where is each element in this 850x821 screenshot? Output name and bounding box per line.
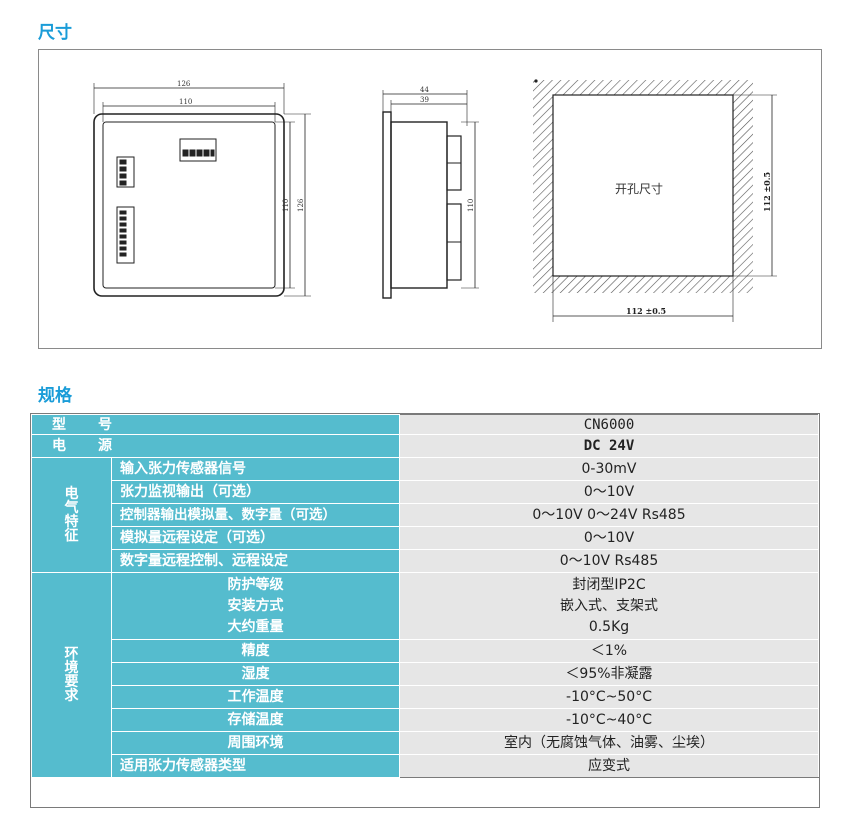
spec-value: 0～10V [399, 480, 819, 504]
cutout-view [533, 79, 777, 322]
spec-label: 输入张力传感器信号 [111, 457, 400, 481]
dimensions-heading: 尺寸 [38, 23, 72, 43]
spec-value: 0.5Kg [588, 619, 630, 635]
cutout-height: 112 ±0.5 [762, 172, 772, 212]
spec-label: 防护等级 [227, 577, 284, 593]
spec-value: 室内（无腐蚀气体、油雾、尘埃） [399, 731, 819, 755]
front-width-inner: 110 [179, 98, 192, 106]
side-depth-inner: 39 [420, 96, 429, 104]
spec-label: 安装方式 [227, 598, 284, 614]
electrical-category: 电 气 特 征 [31, 457, 112, 573]
cutout-width: 112 ±0.5 [626, 306, 666, 316]
table-row: 数字量远程控制、远程设定 0～10V Rs485 [32, 549, 819, 573]
spec-value: -10°C~40°C [399, 708, 819, 732]
power-label-char-2: 源 [98, 438, 112, 454]
spec-label: 模拟量远程设定（可选） [111, 526, 400, 550]
spec-label: 精度 [111, 639, 400, 663]
table-row: 存储温度 -10°C~40°C [32, 708, 819, 732]
spec-value: ＜1% [399, 639, 819, 663]
table-row: 湿度 ＜95%非凝露 [32, 662, 819, 686]
model-label-char-2: 号 [98, 416, 112, 433]
table-row: 电 气 特 征 输入张力传感器信号 0-30mV [31, 457, 819, 573]
spec-value: 0-30mV [399, 457, 819, 481]
spec-value: 封闭型IP2C [572, 577, 646, 593]
table-row: 适用张力传感器类型 应变式 [32, 754, 819, 778]
dimension-drawing: 126 110 110 126 44 39 110 [38, 49, 822, 349]
environment-char: 求 [64, 688, 79, 704]
table-row: 环 境 要 求 防护等级 安装方式 大约重量 封闭型IP2C 嵌入式、支架式 0… [31, 572, 819, 778]
spec-value: -10°C~50°C [399, 685, 819, 709]
front-height-inner: 110 [282, 199, 290, 212]
table-row: 型号 CN6000 [31, 414, 819, 435]
electrical-char: 气 [64, 500, 79, 516]
front-width-outer: 126 [177, 80, 191, 88]
environment-char: 要 [64, 674, 79, 690]
power-label: 电源 [31, 434, 400, 458]
spec-label: 周围环境 [111, 731, 400, 755]
front-height-outer: 126 [297, 198, 305, 212]
table-row: 周围环境 室内（无腐蚀气体、油雾、尘埃） [32, 731, 819, 755]
spec-label: 适用张力传感器类型 [111, 754, 400, 778]
dimension-drawing-svg: 126 110 110 126 44 39 110 [93, 79, 777, 322]
spec-label: 控制器输出模拟量、数字量（可选） [111, 503, 400, 527]
electrical-char: 征 [64, 528, 79, 544]
spec-value-group: 封闭型IP2C 嵌入式、支架式 0.5Kg [399, 572, 819, 640]
specs-heading: 规格 [38, 386, 72, 406]
power-label-char-1: 电 [52, 438, 66, 454]
spec-label: 湿度 [111, 662, 400, 686]
spec-label: 大约重量 [227, 619, 284, 635]
table-row: 模拟量远程设定（可选） 0～10V [32, 526, 819, 550]
table-row: 电源 DC 24V [31, 434, 819, 458]
model-label: 型号 [31, 414, 400, 435]
spec-value: 应变式 [399, 754, 819, 778]
spec-value: 0～10V Rs485 [399, 549, 819, 573]
side-height: 110 [467, 199, 475, 212]
spec-label: 工作温度 [111, 685, 400, 709]
spec-label: 张力监视输出（可选） [111, 480, 400, 504]
spec-label-group: 防护等级 安装方式 大约重量 [111, 572, 400, 640]
spec-value: 0～10V [399, 526, 819, 550]
table-row: 张力监视输出（可选） 0～10V [32, 480, 819, 504]
table-row: 工作温度 -10°C~50°C [32, 685, 819, 709]
model-label-char-1: 型 [52, 416, 66, 433]
front-view [93, 83, 311, 297]
side-view [382, 90, 479, 299]
spec-value: 0～10V 0～24V Rs485 [399, 503, 819, 527]
environment-category: 环 境 要 求 [31, 572, 112, 778]
cutout-label: 开孔尺寸 [615, 182, 663, 196]
electrical-char: 电 [64, 486, 79, 502]
spec-value: ＜95%非凝露 [399, 662, 819, 686]
table-row: 控制器输出模拟量、数字量（可选） 0～10V 0～24V Rs485 [32, 503, 819, 527]
environment-char: 境 [64, 660, 79, 676]
spec-label: 数字量远程控制、远程设定 [111, 549, 400, 573]
spec-value: 嵌入式、支架式 [560, 598, 658, 614]
side-depth-outer: 44 [420, 86, 429, 94]
power-value: DC 24V [399, 434, 819, 458]
spec-label: 存储温度 [111, 708, 400, 732]
environment-char: 环 [64, 646, 79, 662]
spec-table: 型号 CN6000 电源 DC 24V 电 气 特 征 输入张力传感器信号 0-… [31, 414, 819, 778]
electrical-char: 特 [64, 514, 79, 530]
model-value: CN6000 [399, 414, 819, 435]
table-row: 精度 ＜1% [32, 639, 819, 663]
